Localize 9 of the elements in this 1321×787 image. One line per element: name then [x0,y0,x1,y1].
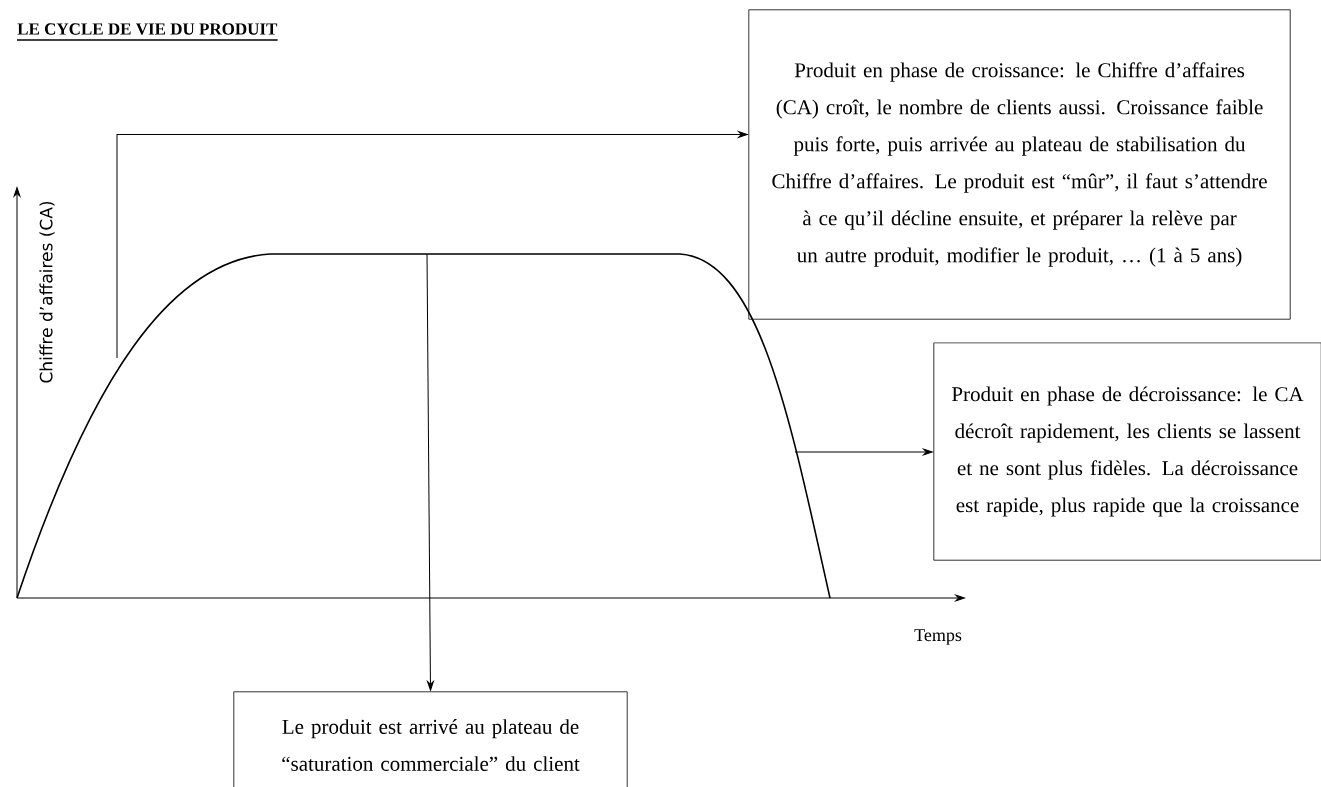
text-box: Produit en phase de décroissance: le CA décroît rapidement, les clients se lassent et ne sont plus fidèles. La décroissance est rapide, plus rapide que la croissance [933,342,1321,561]
leader-line [426,253,434,691]
axis-label: Chiffre d’affaires (CA) [39,201,55,383]
leader-line [116,131,748,359]
text-box: Le produit est arrivé au plateau de “saturation commerciale” du client [233,691,628,787]
leader-line [794,448,933,456]
title: LE CYCLE DE VIE DU PRODUIT [17,23,278,35]
text-box: Produit en phase de croissance: le Chiffre d’affaires (CA) croît, le nombre de clients aussi. Croissance faible puis forte, puis arrivée au plateau de stabilisation du Chiffre d’affaires. Le produit est “mûr”, il faut s’attendre à ce qu’il décline ensuite, et préparer la relève par un autre produit, modifier le produit, … (1 à 5 ans) [748,9,1291,320]
axis-label: Temps [914,629,962,645]
